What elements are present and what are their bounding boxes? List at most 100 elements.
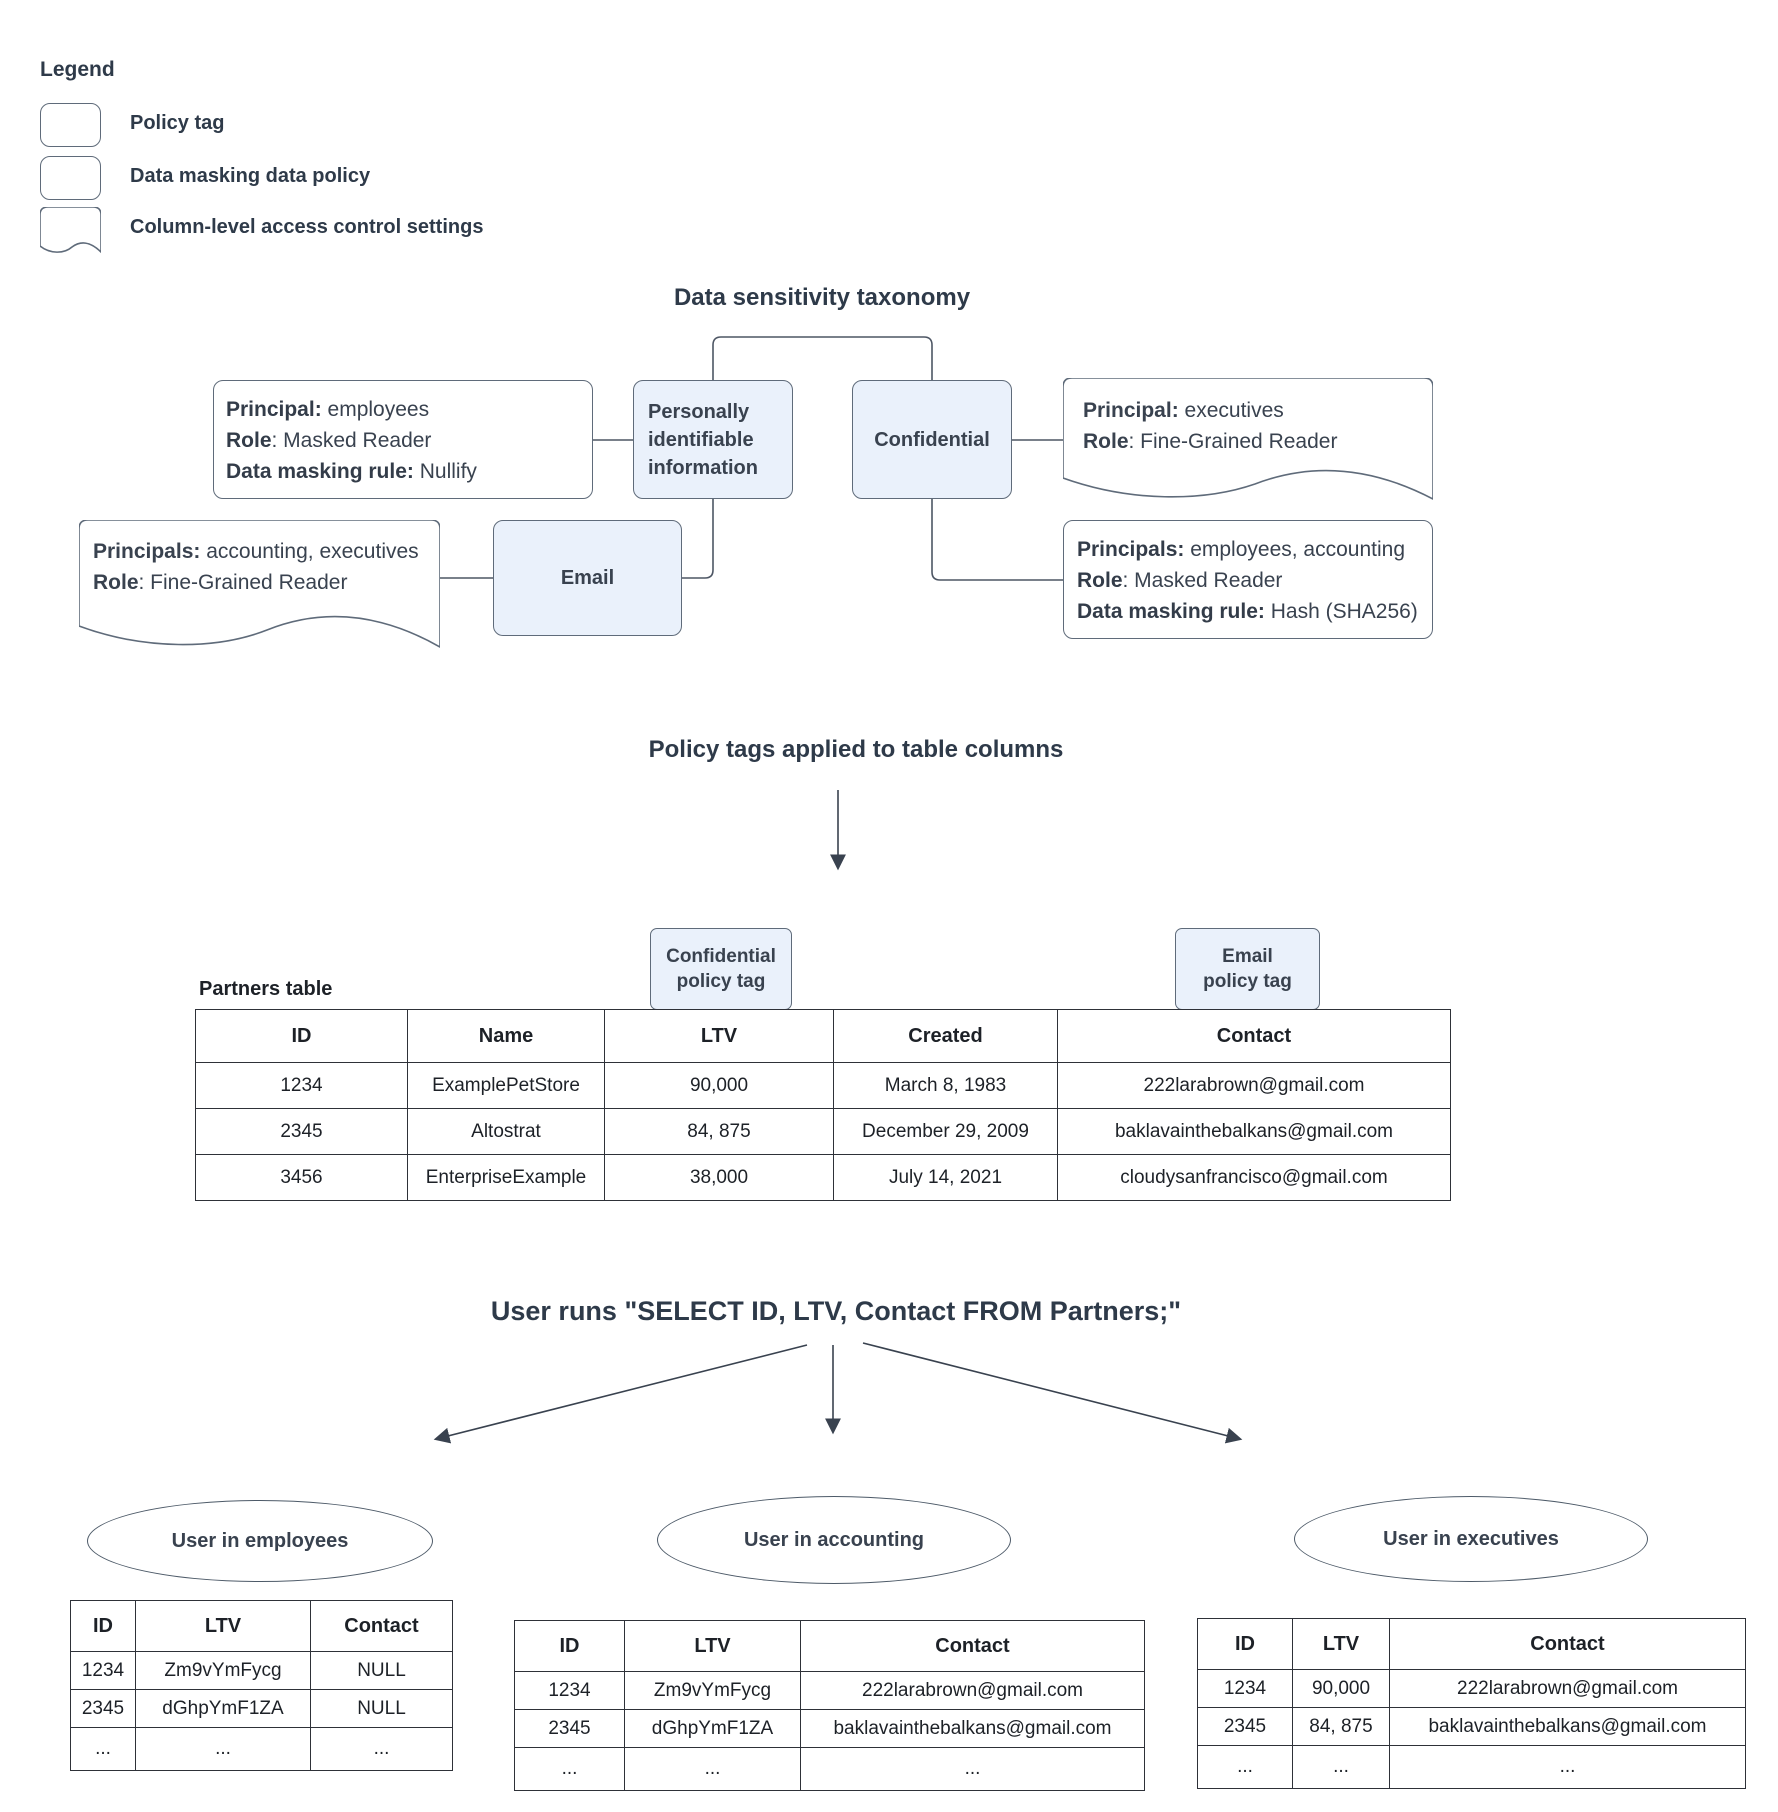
column-header: Contact — [310, 1600, 453, 1652]
column-header: Contact — [800, 1620, 1145, 1672]
table-cell: 3456 — [195, 1154, 408, 1201]
table-cell: ... — [1389, 1745, 1746, 1789]
table-cell: Altostrat — [407, 1108, 605, 1155]
table-cell: 84, 875 — [604, 1108, 834, 1155]
query-title: User runs "SELECT ID, LTV, Contact FROM … — [490, 1296, 1182, 1326]
policy-tag-confidential-label: Confidential — [874, 428, 990, 451]
table-cell: 2345 — [195, 1108, 408, 1155]
table-cell: dGhpYmF1ZA — [624, 1709, 801, 1748]
contact-column-policy-tag: Email policy tag — [1175, 928, 1320, 1010]
legend-title: Legend — [40, 58, 115, 81]
table-cell: 90,000 — [604, 1062, 834, 1109]
table-cell: cloudysanfrancisco@gmail.com — [1057, 1154, 1451, 1201]
table-cell: July 14, 2021 — [833, 1154, 1058, 1201]
policy-tag-email-label: Email — [560, 567, 615, 589]
table-row: ......... — [70, 1727, 453, 1771]
policy-tag-pii-label: Personally identifiable information — [648, 401, 758, 479]
column-header: LTV — [604, 1009, 834, 1063]
table-cell: 84, 875 — [1292, 1707, 1390, 1746]
table-cell: ... — [624, 1747, 801, 1791]
table-cell: Zm9vYmFycg — [135, 1651, 311, 1690]
column-access-swatch — [39, 206, 102, 254]
user-group-accounting-label: User in accounting — [743, 1528, 925, 1551]
table-cell: baklavainthebalkans@gmail.com — [1389, 1707, 1746, 1746]
legend-item-label: Data masking data policy — [130, 165, 371, 187]
column-header: Created — [833, 1009, 1058, 1063]
legend-item-label: Column-level access control settings — [130, 216, 484, 238]
table-cell: ... — [310, 1727, 453, 1771]
table-cell: 90,000 — [1292, 1669, 1390, 1708]
table-cell: December 29, 2009 — [833, 1108, 1058, 1155]
table-cell: 2345 — [70, 1689, 136, 1728]
table-cell: ... — [1292, 1745, 1390, 1789]
table-cell: EnterpriseExample — [407, 1154, 605, 1201]
table-cell: ... — [1197, 1745, 1293, 1789]
user-group-accounting: User in accounting — [657, 1496, 1011, 1584]
table-cell: Zm9vYmFycg — [624, 1671, 801, 1710]
column-header: ID — [70, 1600, 136, 1652]
taxonomy-title: Data sensitivity taxonomy — [673, 284, 971, 311]
partners-table-label: Partners table — [199, 978, 333, 1000]
user-group-executives-label: User in executives — [1383, 1527, 1559, 1550]
contact-tag-line2: policy tag — [1203, 971, 1292, 992]
user-group-employees: User in employees — [87, 1500, 433, 1582]
column-header: LTV — [135, 1600, 311, 1652]
table-cell: 222larabrown@gmail.com — [1057, 1062, 1451, 1109]
table-cell: ... — [135, 1727, 311, 1771]
document-shape — [79, 520, 440, 648]
table-cell: ... — [514, 1747, 625, 1791]
column-header: Contact — [1057, 1009, 1451, 1063]
table-row: ......... — [514, 1747, 1145, 1791]
table-cell: baklavainthebalkans@gmail.com — [1057, 1108, 1451, 1155]
table-cell: March 8, 1983 — [833, 1062, 1058, 1109]
legend-item-policy-tag: Policy tag — [40, 103, 600, 147]
table-cell: 2345 — [514, 1709, 625, 1748]
table-cell: 1234 — [70, 1651, 136, 1690]
legend-item-column-access: Column-level access control settings — [39, 206, 600, 257]
column-header: ID — [1197, 1618, 1293, 1670]
data-masking-swatch — [40, 156, 101, 200]
column-header: LTV — [624, 1620, 801, 1672]
column-header: Name — [407, 1009, 605, 1063]
table-cell: 38,000 — [604, 1154, 834, 1201]
table-cell: ... — [70, 1727, 136, 1771]
legend: Legend Policy tag Data masking data poli… — [39, 58, 600, 254]
user-group-employees-label: User in employees — [171, 1529, 349, 1552]
applied-title: Policy tags applied to table columns — [648, 736, 1064, 763]
column-header: ID — [514, 1620, 625, 1672]
table-cell: 1234 — [1197, 1669, 1293, 1708]
policy-tag-email: Email — [493, 520, 682, 636]
contact-tag-line1: Email — [1222, 946, 1273, 967]
table-cell: baklavainthebalkans@gmail.com — [800, 1709, 1145, 1748]
table-cell: ... — [800, 1747, 1145, 1791]
document-shape — [1063, 378, 1433, 500]
table-cell: 1234 — [195, 1062, 408, 1109]
ltv-column-policy-tag: Confidential policy tag — [650, 928, 792, 1010]
table-cell: NULL — [310, 1651, 453, 1690]
